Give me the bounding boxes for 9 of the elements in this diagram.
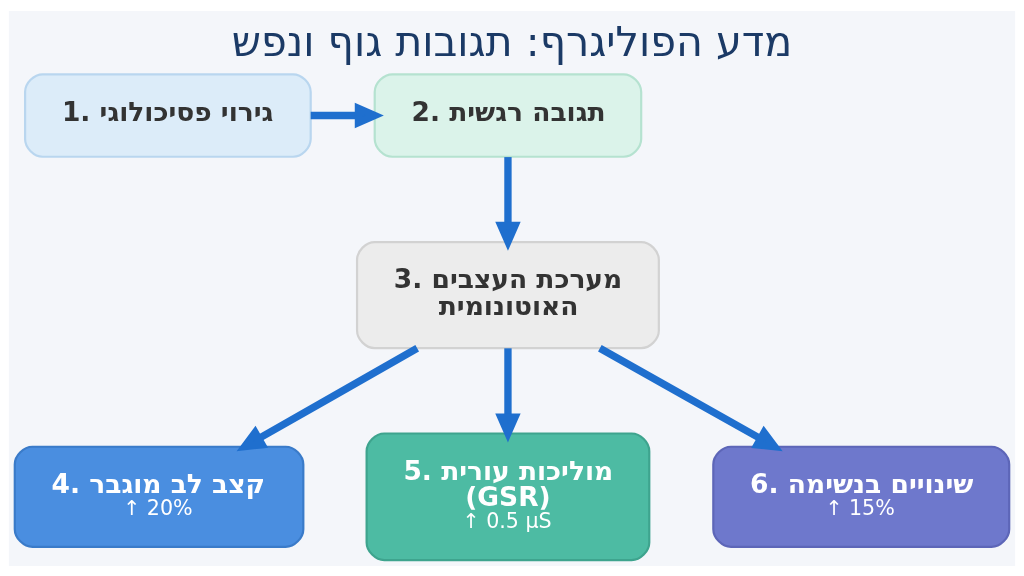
arrow: [236, 344, 419, 451]
node-box: 2. תגובה רגשית: [373, 72, 643, 158]
node-box: 1. גירוי פסיכולוגי: [24, 72, 312, 158]
arrow: [495, 347, 521, 442]
node-box: 3. מערכת העצבים האוטונומית: [355, 240, 660, 349]
arrow: [310, 102, 384, 128]
arrow: [598, 344, 783, 451]
arrow: [495, 156, 521, 251]
diagram-title: מדע הפוליגרף: תגובות גוף ונפש: [231, 17, 793, 66]
